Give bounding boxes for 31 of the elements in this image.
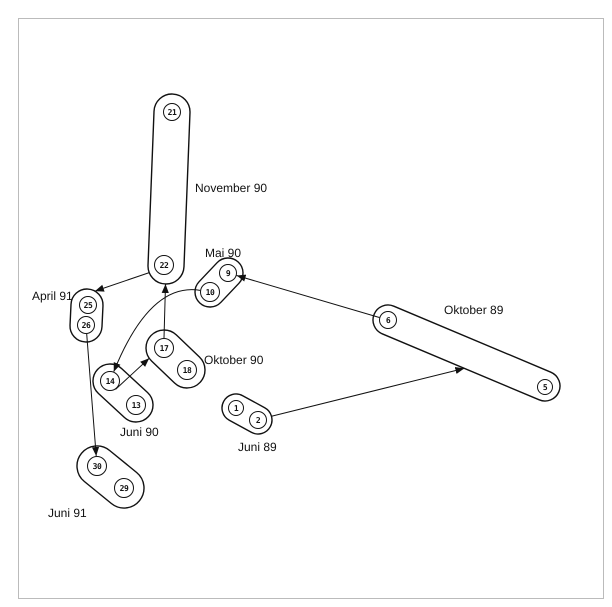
group-label: April 91: [32, 289, 73, 303]
numbered-circle: 14: [100, 371, 120, 391]
numbered-circle: 29: [114, 478, 134, 498]
numbered-circle: 1: [228, 400, 244, 416]
numbered-circle: 17: [154, 338, 174, 358]
group-label: Mai 90: [205, 246, 242, 260]
numbered-circle: 5: [537, 379, 553, 395]
numbered-circle: 2: [249, 411, 267, 429]
group-label: Oktober 90: [204, 353, 264, 367]
group-label: Oktober 89: [444, 303, 504, 317]
group-label: Juni 91: [48, 506, 87, 520]
group-label: Juni 90: [120, 425, 159, 439]
numbered-circle: 21: [163, 103, 181, 121]
arrow: [162, 284, 169, 338]
numbered-circle: 26: [77, 316, 95, 334]
group-label: November 90: [195, 181, 268, 195]
numbered-circle: 6: [379, 311, 397, 329]
arrow: [94, 272, 150, 292]
numbered-circle: 13: [126, 395, 146, 415]
arrow: [113, 289, 201, 372]
arrow: [115, 358, 150, 390]
numbered-circle: 22: [154, 255, 174, 275]
numbered-circle: 10: [200, 282, 220, 302]
arrow: [271, 367, 465, 417]
arrow: [236, 274, 380, 318]
numbered-circle: 30: [87, 456, 107, 476]
numbered-circle: 18: [177, 360, 197, 380]
group-label: Juni 89: [238, 440, 277, 454]
numbered-circle: 9: [219, 264, 237, 282]
arrow: [86, 333, 100, 457]
numbered-circle: 25: [79, 296, 97, 314]
